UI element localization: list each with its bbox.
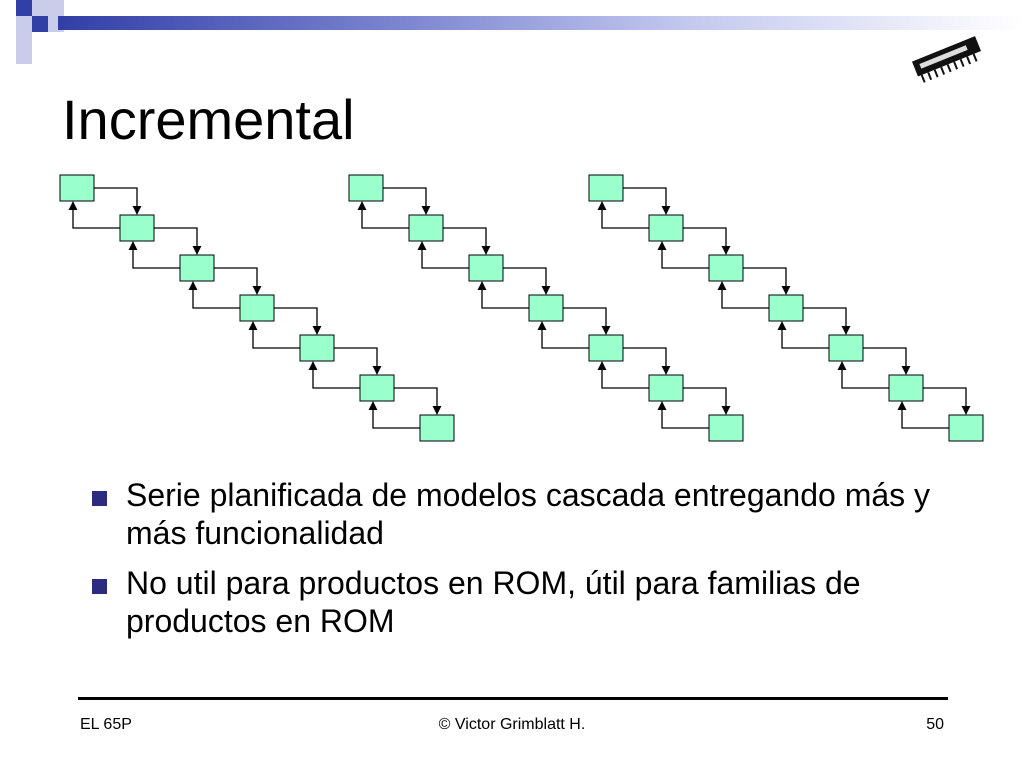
footer-course: EL 65P — [80, 716, 132, 733]
phase-box — [179, 254, 215, 282]
forward-arrow — [743, 267, 791, 295]
phase-box — [299, 334, 335, 362]
phase-box — [948, 414, 984, 442]
feedback-arrow — [128, 241, 180, 269]
feedback-arrow — [597, 201, 649, 229]
feedback-arrow — [657, 401, 709, 429]
forward-arrow — [863, 347, 911, 375]
forward-arrow — [923, 387, 971, 415]
bullet-text: No util para productos en ROM, útil para… — [126, 565, 861, 639]
feedback-arrow — [777, 321, 829, 349]
forward-arrow — [334, 347, 382, 375]
forward-arrow — [94, 187, 142, 215]
phase-box — [828, 334, 864, 362]
square-bullet-icon — [92, 491, 107, 506]
bullet-list: Serie planificada de modelos cascada ent… — [90, 476, 970, 652]
feedback-arrow — [417, 241, 469, 269]
feedback-arrow — [368, 401, 420, 429]
phase-box — [708, 414, 744, 442]
phase-box — [588, 334, 624, 362]
chip-icon — [911, 36, 982, 83]
bullet-item: Serie planificada de modelos cascada ent… — [90, 476, 970, 552]
slide-title: Incremental — [62, 88, 355, 151]
forward-arrow — [154, 227, 202, 255]
feedback-arrow — [308, 361, 360, 389]
forward-arrow — [503, 267, 551, 295]
phase-box — [588, 174, 624, 202]
footer-divider — [78, 697, 948, 700]
bullet-text: Serie planificada de modelos cascada ent… — [126, 477, 931, 551]
phase-box — [239, 294, 275, 322]
phase-box — [419, 414, 455, 442]
forward-arrow — [383, 187, 431, 215]
corner-decoration — [0, 0, 64, 64]
phase-box — [648, 214, 684, 242]
footer-page-number: 50 — [926, 716, 944, 733]
feedback-arrow — [477, 281, 529, 309]
forward-arrow — [443, 227, 491, 255]
feedback-arrow — [597, 361, 649, 389]
phase-box — [528, 294, 564, 322]
top-gradient-bar — [58, 16, 1024, 30]
feedback-arrow — [68, 201, 120, 229]
forward-arrow — [683, 387, 731, 415]
feedback-arrow — [357, 201, 409, 229]
bullet-item: No util para productos en ROM, útil para… — [90, 564, 970, 640]
forward-arrow — [623, 187, 671, 215]
phase-box — [119, 214, 155, 242]
feedback-arrow — [537, 321, 589, 349]
feedback-arrow — [837, 361, 889, 389]
phase-box — [888, 374, 924, 402]
feedback-arrow — [188, 281, 240, 309]
forward-arrow — [394, 387, 442, 415]
forward-arrow — [623, 347, 671, 375]
forward-arrow — [683, 227, 731, 255]
footer-author: © Victor Grimblatt H. — [438, 716, 586, 733]
forward-arrow — [274, 307, 322, 335]
phase-box — [468, 254, 504, 282]
feedback-arrow — [657, 241, 709, 269]
phase-box — [708, 254, 744, 282]
phase-box — [59, 174, 95, 202]
forward-arrow — [803, 307, 851, 335]
forward-arrow — [563, 307, 611, 335]
forward-arrow — [214, 267, 262, 295]
square-bullet-icon — [92, 579, 107, 594]
phase-box — [408, 214, 444, 242]
feedback-arrow — [717, 281, 769, 309]
feedback-arrow — [248, 321, 300, 349]
phase-box — [648, 374, 684, 402]
phase-box — [348, 174, 384, 202]
feedback-arrow — [897, 401, 949, 429]
waterfall-diagram — [59, 174, 984, 442]
phase-box — [359, 374, 395, 402]
phase-box — [768, 294, 804, 322]
